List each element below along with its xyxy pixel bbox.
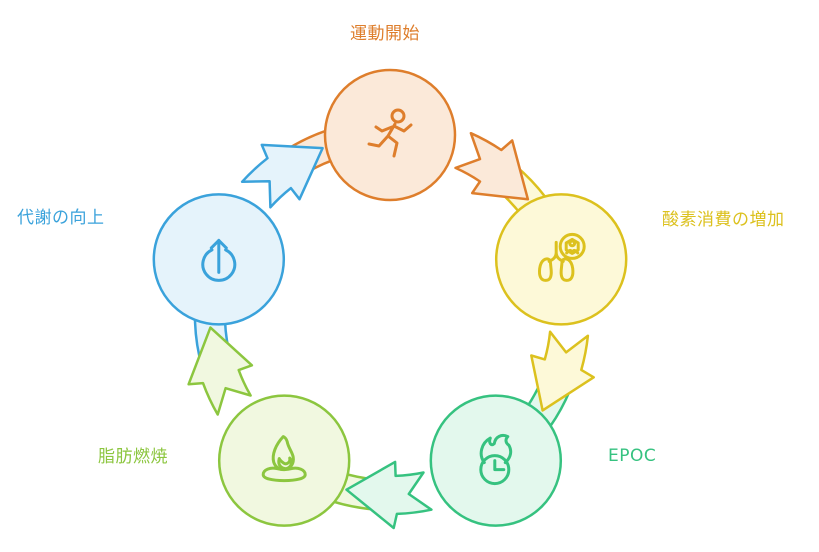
node-label-fat-burning: 脂肪燃焼	[98, 447, 168, 467]
arrow-up-circle-icon	[201, 238, 237, 282]
node-label-metabolism-boost: 代謝の向上	[17, 208, 105, 228]
arrow-epoc-to-fat-burning	[345, 460, 433, 530]
node-label-epoc: EPOC	[608, 446, 657, 466]
arrow-metabolism-boost-to-exercise-start	[240, 143, 324, 209]
flame-clock-icon	[479, 433, 513, 486]
runner-icon	[367, 108, 413, 158]
node-label-oxygen-consumption: 酸素消費の増加	[662, 210, 785, 230]
arrow-oxygen-consumption-to-epoc	[530, 330, 595, 412]
arrow-exercise-start-to-oxygen-consumption	[454, 131, 530, 201]
lungs-oxygen-icon	[537, 232, 586, 282]
bonfire-icon	[261, 435, 307, 483]
node-circle-fat-burning	[217, 394, 351, 527]
arrow-fat-burning-to-metabolism-boost	[187, 326, 254, 416]
node-label-exercise-start: 運動開始	[350, 24, 420, 44]
